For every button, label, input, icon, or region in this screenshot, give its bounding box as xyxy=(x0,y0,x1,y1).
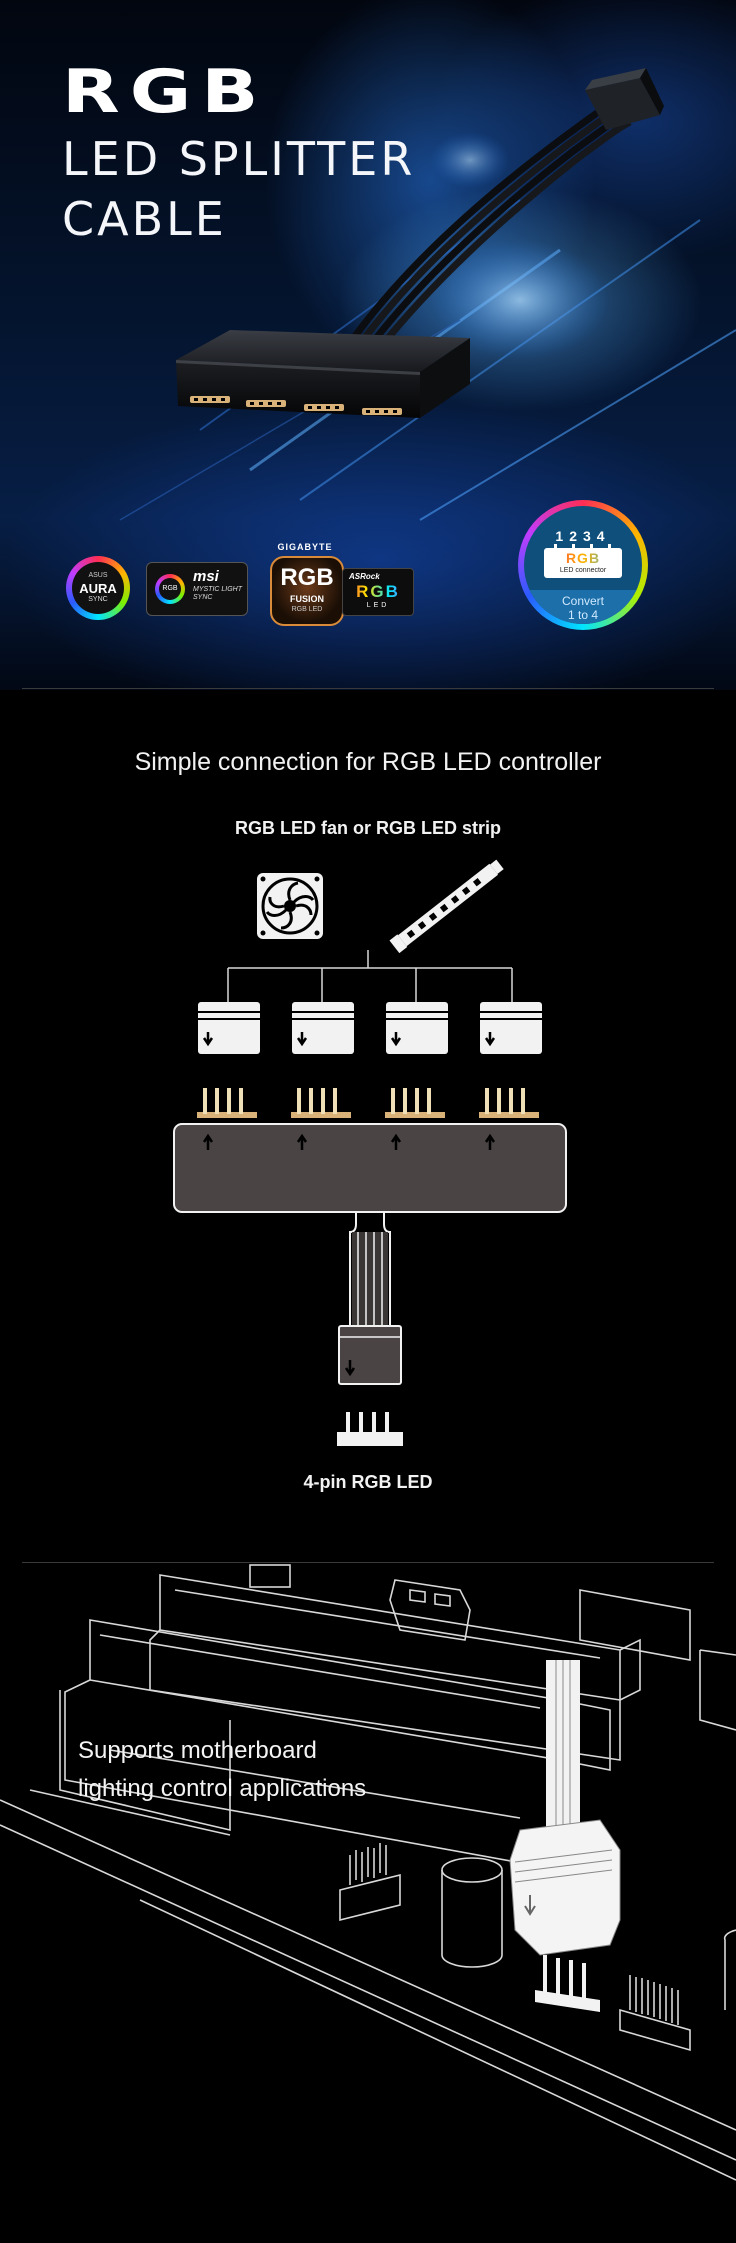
product-name-line-2: CABLE xyxy=(62,192,227,246)
motherboard-text-line-1: Supports motherboard xyxy=(78,1737,317,1764)
gigabyte-rgb-fusion-logo: GIGABYTE RGB FUSION RGB LED xyxy=(260,542,350,628)
msi-name-text: msi xyxy=(193,568,219,585)
arrow-up-icon xyxy=(390,1133,402,1150)
led-strip-icon xyxy=(389,859,504,954)
motherboard-illustration xyxy=(0,1564,736,2181)
asus-aura-sync-logo: ASUS AURA SYNC xyxy=(66,556,130,620)
cable-connector-top xyxy=(585,68,664,130)
aura-brand-text: ASUS xyxy=(88,572,108,579)
pin-header-1 xyxy=(197,1088,257,1118)
diagram-cable xyxy=(349,1212,391,1326)
arrow-down-icon xyxy=(484,1032,496,1047)
arrow-down-icon xyxy=(524,1895,536,1916)
female-connector-1 xyxy=(198,1002,260,1054)
female-connector-2 xyxy=(292,1002,354,1054)
badge-connector-card: RGB LED connector xyxy=(544,548,622,578)
pin-header-3 xyxy=(385,1088,445,1118)
asrock-led-text: LED xyxy=(366,602,390,609)
hero-product-illustration xyxy=(119,68,736,521)
bottom-female-connector xyxy=(338,1325,402,1385)
motherboard-text-line-2: lighting control applications xyxy=(78,1775,367,1802)
aura-main-text: AURA xyxy=(79,581,117,596)
msi-ring-text: RGB xyxy=(159,578,181,600)
asrock-brand-text: ASRock xyxy=(349,572,380,581)
convert-badge: 1234 RGB LED connector Convert 1 to 4 xyxy=(518,500,648,630)
asrock-rgb-led-logo: ASRock RGB LED xyxy=(342,568,414,616)
asrock-rgb-text: RGB xyxy=(343,582,413,602)
female-connector-3 xyxy=(386,1002,448,1054)
brand-title: RGB xyxy=(62,57,269,127)
badge-convert-text: Convert xyxy=(561,594,605,608)
splitter-hub xyxy=(176,330,470,418)
gigabyte-rgb-text: RGB xyxy=(280,564,334,591)
female-connectors xyxy=(198,1002,542,1054)
fan-icon xyxy=(257,873,323,939)
arrow-down-icon xyxy=(202,1032,214,1047)
badge-connector-text: LED connector xyxy=(559,567,607,574)
arrow-up-icon xyxy=(296,1133,308,1150)
badge-bottom-band xyxy=(524,590,642,624)
arrow-down-icon xyxy=(390,1032,402,1047)
arrow-down-icon xyxy=(344,1360,356,1377)
connection-tree-lines xyxy=(227,950,513,1002)
section-divider-1 xyxy=(22,688,714,689)
badge-pins xyxy=(554,544,611,548)
pin-header-2 xyxy=(291,1088,351,1118)
connection-bottom-label: 4-pin RGB LED xyxy=(303,1472,433,1492)
motherboard-connector xyxy=(509,1660,621,2012)
connection-title: Simple connection for RGB LED controller xyxy=(134,748,602,776)
bottom-pin-header xyxy=(337,1412,403,1446)
msi-tag-text: MYSTIC LIGHT SYNC xyxy=(193,586,243,601)
product-name-line-1: LED SPLITTER xyxy=(62,132,416,186)
badge-rgb-text: RGB xyxy=(544,550,622,566)
arrow-down-icon xyxy=(296,1032,308,1047)
section-divider-2 xyxy=(22,1562,714,1563)
arrow-up-icon xyxy=(484,1133,496,1150)
aura-sub-text: SYNC xyxy=(88,596,108,603)
gigabyte-fusion-text: FUSION xyxy=(289,594,324,604)
pin-header-4 xyxy=(479,1088,539,1118)
badge-pin-numbers: 1234 xyxy=(555,528,611,544)
connection-diagram xyxy=(173,859,567,1446)
msi-mystic-light-logo: RGB msi MYSTIC LIGHT SYNC xyxy=(146,562,248,616)
female-connector-4 xyxy=(480,1002,542,1054)
arrow-up-icon xyxy=(202,1133,214,1150)
cable-wires xyxy=(342,100,632,365)
splitter-hub-diagram xyxy=(173,1123,567,1213)
gigabyte-sub-text: RGB LED xyxy=(291,606,323,613)
pin-headers xyxy=(197,1088,539,1118)
gigabyte-brand-text: GIGABYTE xyxy=(277,542,333,552)
badge-ratio-text: 1 to 4 xyxy=(567,608,599,622)
hero-banner: RGB LED SPLITTER CABLE ASUS AURA SYNC RG… xyxy=(0,0,736,690)
connection-top-label: RGB LED fan or RGB LED strip xyxy=(234,818,501,838)
